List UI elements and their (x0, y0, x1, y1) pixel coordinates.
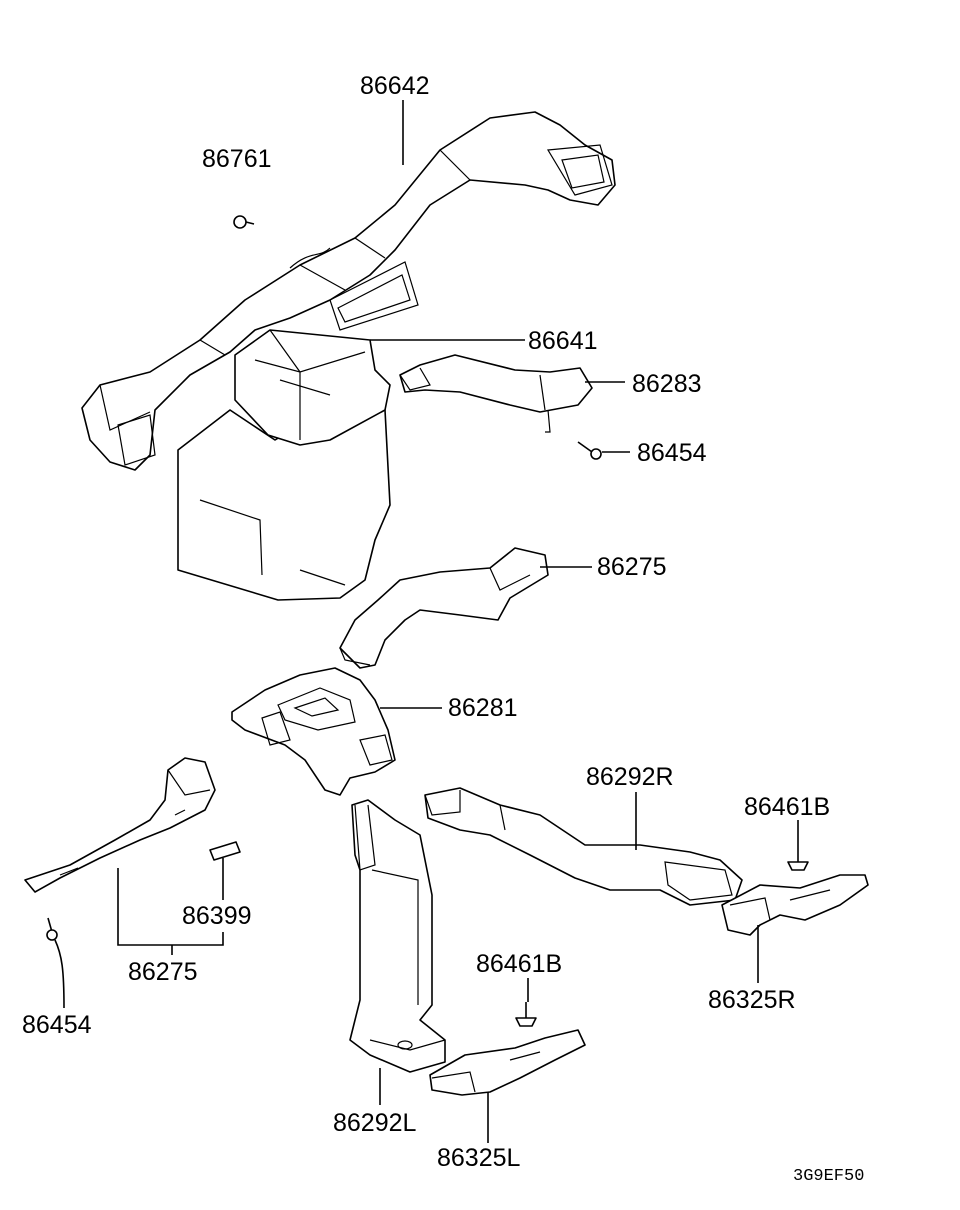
label-86641: 86641 (528, 327, 598, 355)
label-86275-middle: 86275 (597, 553, 667, 581)
clip-86461B-lower (515, 1002, 537, 1027)
label-86283: 86283 (632, 370, 702, 398)
label-86461B-lower: 86461B (476, 950, 562, 978)
clip-86399 (209, 841, 241, 861)
label-86281: 86281 (448, 694, 518, 722)
label-86325L: 86325L (437, 1144, 521, 1172)
label-86292L: 86292L (333, 1109, 417, 1137)
screw-86454-lower (46, 917, 58, 941)
duct-86292L (349, 799, 446, 1073)
screw-86454-upper (577, 441, 602, 460)
label-86461B-right: 86461B (744, 793, 830, 821)
part-labels: 86642 86761 86641 86283 86454 86275 8628… (22, 72, 864, 1186)
label-86761: 86761 (202, 145, 272, 173)
leader-lines (54, 100, 799, 1143)
label-86325R: 86325R (708, 986, 796, 1014)
label-86292R: 86292R (586, 763, 674, 791)
heater-unit-86641 (177, 329, 391, 601)
clip-86761 (233, 215, 255, 229)
label-86399: 86399 (182, 902, 252, 930)
label-86454-upper: 86454 (637, 439, 707, 467)
duct-86275-middle (339, 547, 549, 669)
duct-86325L (429, 1029, 586, 1096)
clip-86461B-right (787, 848, 809, 871)
duct-86283 (399, 354, 593, 433)
duct-86275-lower (24, 757, 216, 893)
label-86275-lower: 86275 (128, 958, 198, 986)
label-86642: 86642 (360, 72, 430, 100)
duct-86642 (81, 111, 616, 471)
duct-86325R (721, 874, 869, 936)
label-86454-lower: 86454 (22, 1011, 92, 1039)
bracket-86281 (231, 667, 396, 796)
duct-86292R (424, 787, 743, 906)
figure-code: 3G9EF50 (793, 1167, 864, 1186)
